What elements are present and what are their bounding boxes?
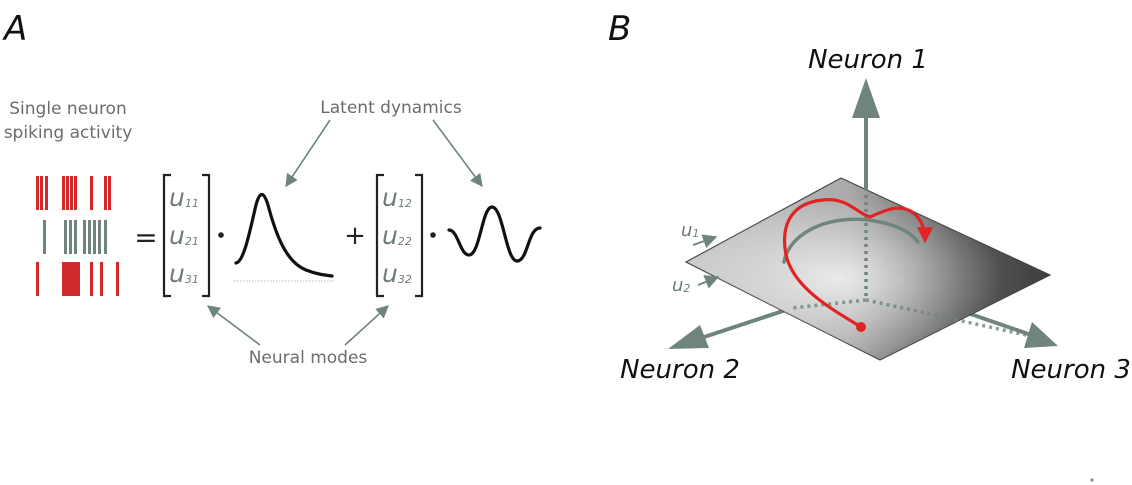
mode1-label: u1 [681, 220, 699, 241]
spike-mark-row-2 [83, 220, 86, 254]
neural-manifold-plane-icon [684, 177, 1052, 361]
panel-a: A Single neuron spiking activity = u11 u… [2, 9, 542, 368]
stray-dot [1090, 478, 1094, 482]
latent-arrow-to-wave [432, 119, 483, 188]
matrix-2-left-bracket [375, 173, 384, 298]
neural-modes-label: Neural modes [249, 348, 368, 368]
spiking-activity-label-line1: Single neuron [9, 99, 126, 119]
matrix-2-entry: u22 [382, 221, 412, 250]
spike-mark-row-1 [104, 176, 107, 210]
matrix-1-entry: u21 [169, 221, 199, 250]
spike-mark-row-1 [108, 176, 111, 210]
neuron3-axis-arrowhead [1024, 322, 1058, 348]
spike-raster-icon [36, 176, 119, 296]
spike-mark-row-3 [36, 262, 39, 296]
spike-mark-row-1 [40, 176, 43, 210]
matrix-1-left-bracket [162, 173, 171, 298]
panel-a-letter: A [2, 9, 27, 49]
neuron3-axis-label: Neuron 3 [1011, 355, 1131, 385]
plus-sign: + [344, 221, 366, 251]
neuron1-axis-arrowhead [852, 78, 880, 118]
matrix-1-right-bracket [202, 173, 211, 298]
multiply-dot-1 [218, 232, 224, 238]
spike-mark-row-3 [74, 262, 77, 296]
spike-mark-row-1 [66, 176, 69, 210]
spiking-activity-label-line2: spiking activity [4, 123, 133, 143]
spike-mark-row-1 [74, 176, 77, 210]
spike-mark-row-1 [45, 176, 48, 210]
spike-mark-row-2 [98, 220, 101, 254]
matrix-2-right-bracket [415, 173, 424, 298]
neuron2-axis-arrowhead [668, 325, 709, 349]
neuron3-axis-hidden [865, 298, 1041, 340]
neuron2-axis-hidden [791, 298, 867, 310]
spike-mark-row-1 [36, 176, 39, 210]
matrix-2-entry: u12 [382, 183, 412, 212]
spike-mark-row-2 [64, 220, 67, 254]
spike-mark-row-3 [116, 262, 119, 296]
spike-mark-row-1 [62, 176, 65, 210]
spike-mark-row-1 [70, 176, 73, 210]
neuron2-axis-label: Neuron 2 [620, 355, 740, 385]
panel-b: B u1 u2 [608, 9, 1131, 482]
spike-mark-row-3 [77, 262, 80, 296]
latent-arrow-to-pulse [285, 119, 331, 188]
spike-mark-row-3 [100, 262, 103, 296]
matrix-1: u11 u21 u31 [162, 173, 211, 298]
spike-mark-row-2 [93, 220, 96, 254]
modes-arrow-to-matrix1 [206, 305, 261, 346]
spike-mark-row-2 [74, 220, 77, 254]
spike-mark-row-1 [90, 176, 93, 210]
mode1-pointer [692, 234, 718, 249]
mode2-label: u2 [672, 275, 690, 296]
mode2-pointer [697, 275, 720, 289]
matrix-1-entry: u31 [169, 259, 199, 288]
matrix-2: u12 u22 u32 [375, 173, 424, 298]
equals-sign: = [134, 221, 157, 254]
panel-b-letter: B [608, 9, 631, 49]
latent-pulse-curve-icon [234, 192, 334, 282]
modes-arrow-to-matrix2 [344, 305, 389, 346]
spike-mark-row-2 [88, 220, 91, 254]
spike-mark-row-3 [62, 262, 65, 296]
matrix-2-entry: u32 [382, 259, 412, 288]
mode1-vector [782, 217, 920, 264]
matrix-1-entry: u11 [169, 183, 199, 212]
spike-mark-row-2 [104, 220, 107, 254]
latent-dynamics-label: Latent dynamics [320, 98, 462, 118]
spike-mark-row-2 [69, 220, 72, 254]
multiply-dot-2 [430, 232, 436, 238]
spike-mark-row-3 [90, 262, 93, 296]
latent-wave-curve-icon [447, 205, 542, 263]
spike-mark-row-3 [71, 262, 74, 296]
trajectory-start-point [856, 322, 866, 332]
neural-trajectory [782, 198, 933, 329]
spike-mark-row-2 [43, 220, 46, 254]
neuron1-axis-label: Neuron 1 [808, 45, 928, 75]
spike-mark-row-3 [65, 262, 68, 296]
spike-mark-row-3 [68, 262, 71, 296]
